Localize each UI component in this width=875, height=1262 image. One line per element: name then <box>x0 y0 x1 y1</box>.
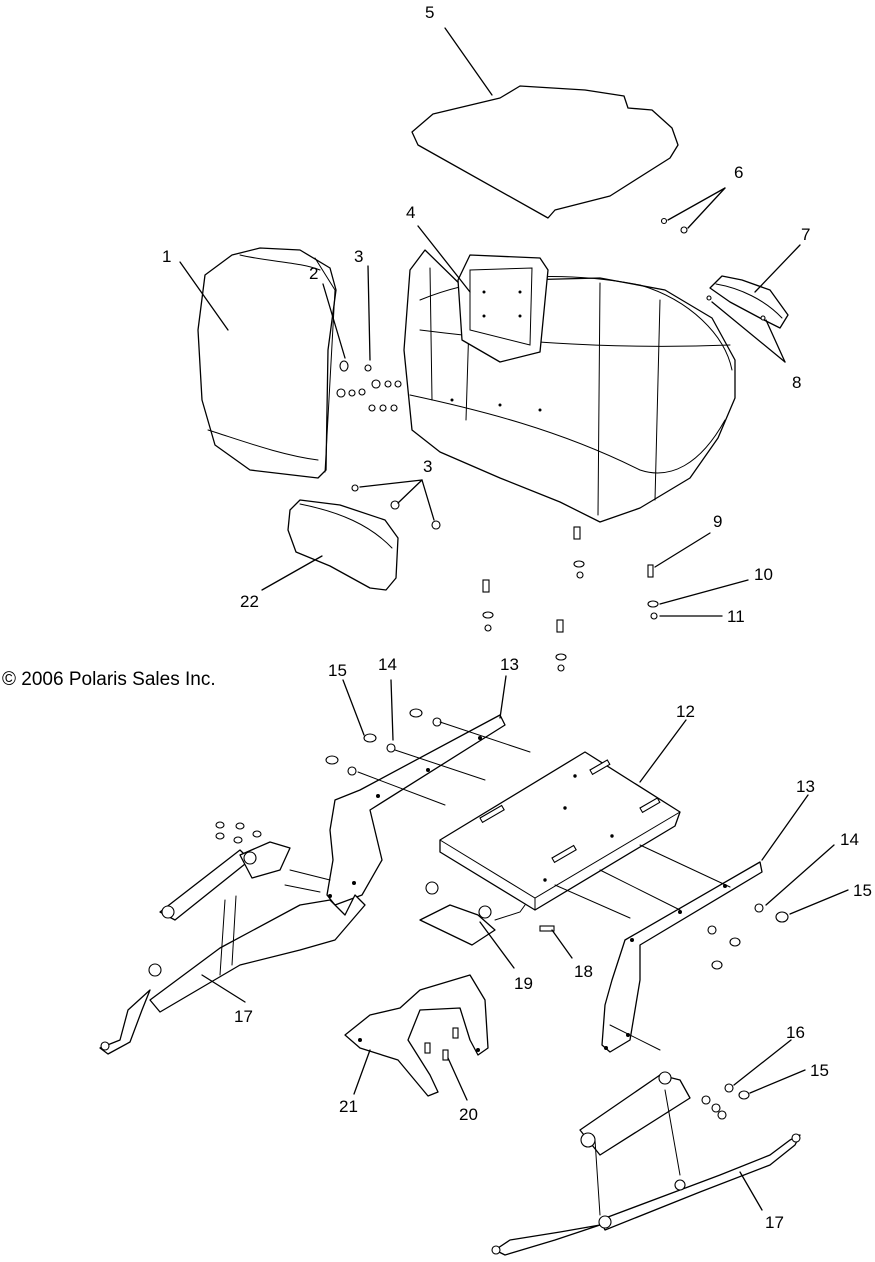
callout-22: 22 <box>240 592 259 611</box>
bracket-part-19 <box>419 881 526 946</box>
callout-15-lower: 15 <box>810 1061 829 1080</box>
side-bracket-part-13-right <box>601 861 763 1053</box>
backrest-part-1 <box>197 247 337 479</box>
callout-3-lower: 3 <box>423 457 432 476</box>
support-arm-part-17-left <box>99 841 366 1055</box>
callout-3-upper: 3 <box>354 247 363 266</box>
leader-lines <box>179 27 849 1211</box>
callout-7: 7 <box>801 225 810 244</box>
callout-4: 4 <box>406 203 415 222</box>
callout-20: 20 <box>459 1105 478 1124</box>
callout-12: 12 <box>676 702 695 721</box>
support-arm-part-17-right <box>491 1071 801 1256</box>
callout-14-left: 14 <box>378 655 397 674</box>
callout-10: 10 <box>754 565 773 584</box>
callout-16: 16 <box>786 1023 805 1042</box>
trunk-part-4 <box>403 249 736 523</box>
back-pad-part-22 <box>287 499 399 591</box>
assembly-lines <box>284 721 731 1051</box>
callout-21: 21 <box>339 1097 358 1116</box>
hardware-fasteners <box>215 217 789 1120</box>
callout-2: 2 <box>309 264 318 283</box>
callout-5: 5 <box>425 3 434 22</box>
callout-1: 1 <box>162 247 171 266</box>
handle-part-7 <box>709 275 789 329</box>
seat-pad-part-5 <box>411 85 679 219</box>
callout-13-right: 13 <box>796 777 815 796</box>
callout-6: 6 <box>734 163 743 182</box>
callout-18: 18 <box>574 962 593 981</box>
callout-17-left: 17 <box>234 1007 253 1026</box>
callout-15-left: 15 <box>328 661 347 680</box>
side-bracket-part-13-left <box>326 714 506 906</box>
callout-11: 11 <box>727 607 745 626</box>
copyright-notice: © 2006 Polaris Sales Inc. <box>2 669 216 690</box>
lower-mount-part-21 <box>344 974 489 1097</box>
callout-17-right: 17 <box>765 1213 784 1232</box>
mounting-plate-part-12 <box>439 751 681 911</box>
callout-8: 8 <box>792 373 801 392</box>
callout-19: 19 <box>514 974 533 993</box>
callout-labels: 5 1 2 3 4 6 7 8 3 9 10 11 22 15 14 13 12… <box>162 3 872 1232</box>
callout-14-right: 14 <box>840 830 859 849</box>
callout-15-right: 15 <box>853 881 872 900</box>
callout-13-left: 13 <box>500 655 519 674</box>
callout-9: 9 <box>713 512 722 531</box>
